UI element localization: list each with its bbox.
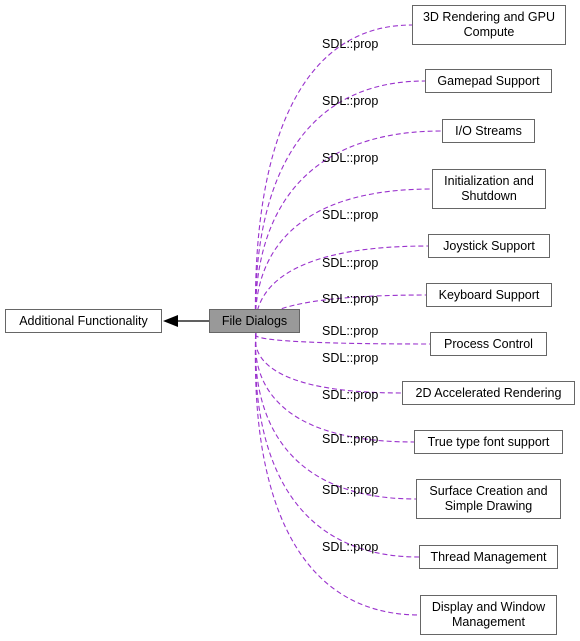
node-true-type-font-support[interactable]: True type font support (414, 430, 563, 454)
edge-label: SDL::prop (322, 324, 379, 338)
membership-edge (254, 24, 413, 335)
node-label: File Dialogs (221, 313, 288, 328)
edge-label: SDL::prop (322, 208, 379, 222)
edge-label: SDL::prop (322, 432, 379, 446)
edge-label: SDL::prop (322, 256, 379, 270)
node-label: Thread Management (430, 549, 547, 564)
membership-edge (254, 333, 421, 616)
edge-label: SDL::prop (322, 351, 379, 365)
edge-label: SDL::prop (322, 540, 379, 554)
node-thread-management[interactable]: Thread Management (419, 545, 558, 569)
edge-label: SDL::prop (322, 151, 379, 165)
node-label: True type font support (427, 434, 550, 449)
node-label: Keyboard Support (438, 287, 540, 302)
edge-label: SDL::prop (322, 292, 379, 306)
edge-label: SDL::prop (322, 37, 379, 51)
node-additional-functionality[interactable]: Additional Functionality (5, 309, 162, 333)
node-io-streams[interactable]: I/O Streams (442, 119, 535, 143)
node-file-dialogs: File Dialogs (209, 309, 300, 333)
node-gamepad-support[interactable]: Gamepad Support (425, 69, 552, 93)
node-joystick-support[interactable]: Joystick Support (428, 234, 550, 258)
node-process-control[interactable]: Process Control (430, 332, 547, 356)
edge-label: SDL::prop (322, 94, 379, 108)
edge-label: SDL::prop (322, 388, 379, 402)
node-label: 2D Accelerated Rendering (415, 385, 562, 400)
node-label: Joystick Support (443, 238, 535, 253)
arrowhead (163, 315, 178, 327)
node-label: Additional Functionality (19, 313, 148, 328)
node-keyboard-support[interactable]: Keyboard Support (426, 283, 552, 307)
edge-label: SDL::prop (322, 483, 379, 497)
node-label: Gamepad Support (437, 73, 540, 88)
node-label: I/O Streams (455, 123, 522, 138)
node-2d-accelerated-rendering[interactable]: 2D Accelerated Rendering (402, 381, 575, 405)
node-label: Process Control (444, 336, 533, 351)
